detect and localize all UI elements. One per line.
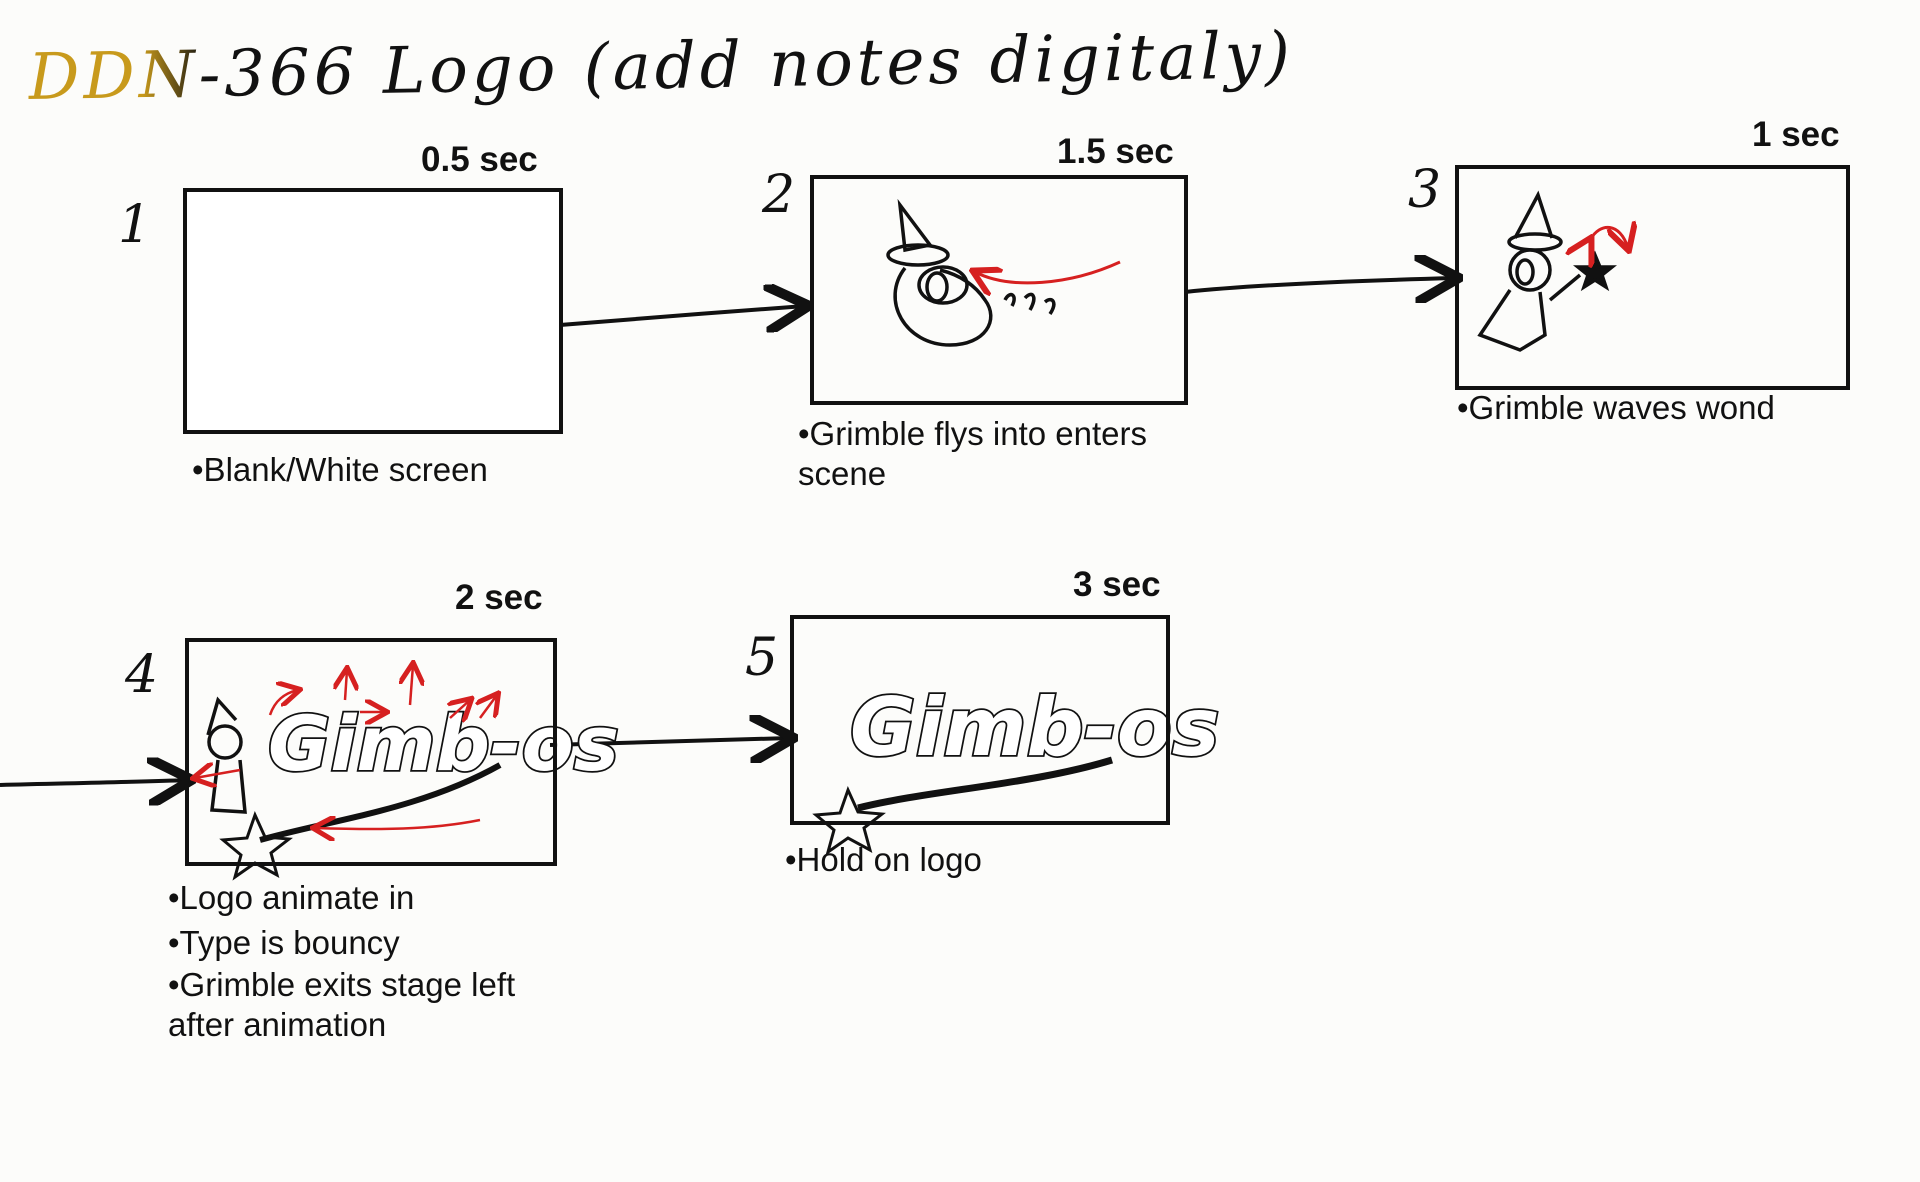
flight-path-arrow [975, 260, 1121, 283]
logo-sketch-panel-4: Gimb-os [268, 699, 619, 788]
panel-note: scene [798, 455, 887, 492]
panel-frame-1 [183, 188, 563, 434]
panel-notes-2: •Grimble flys into enters scene [798, 414, 1147, 494]
panel-frame-4 [185, 638, 557, 866]
panel-note: •Grimble exits stage left [168, 966, 516, 1003]
panel-duration-5: 3 sec [1073, 565, 1161, 604]
panel-duration-4: 2 sec [455, 578, 543, 617]
connector-arrow-in-4 [0, 780, 188, 785]
panel-notes-4: •Logo animate in •Type is bouncy •Grimbl… [168, 875, 515, 1045]
grimble-exiting-sketch [206, 696, 247, 814]
panel-note: •Logo animate in [168, 879, 415, 916]
connector-arrow-4-5 [549, 738, 790, 745]
panel-notes-5: •Hold on logo [785, 840, 982, 880]
wand-wave-arrow [1590, 227, 1628, 248]
panel-note: •Hold on logo [785, 841, 982, 878]
panel-notes-3: •Grimble waves wond [1457, 388, 1775, 428]
panel-number-2: 2 [762, 165, 796, 225]
connector-arrow-1-2 [559, 306, 805, 325]
panel-note: after animation [168, 1006, 387, 1043]
panel-note: •Blank/White screen [192, 451, 488, 488]
grimble-flying-sketch [886, 198, 1056, 347]
panel-note: •Type is bouncy [168, 924, 400, 961]
panel-duration-2: 1.5 sec [1057, 132, 1174, 171]
connector-arrow-2-3 [1184, 278, 1455, 292]
panel-frame-3 [1455, 165, 1850, 390]
panel-number-5: 5 [745, 628, 779, 688]
panel-duration-1: 0.5 sec [421, 140, 538, 179]
logo-sketch-panel-5: Gimb-os [850, 681, 1220, 774]
panel-note: •Grimble waves wond [1457, 389, 1775, 426]
panel-frame-2 [810, 175, 1188, 405]
panel-frame-5 [790, 615, 1170, 825]
logo-final-sketch: Gimb-os [812, 679, 1221, 856]
panel-number-4: 4 [125, 645, 159, 705]
panel-note: •Grimble flys into enters [798, 415, 1147, 452]
panel-duration-3: 1 sec [1752, 115, 1840, 154]
panel-number-1: 1 [118, 195, 152, 255]
logo-animate-sketch: Gimb-os [195, 665, 621, 881]
panel-notes-1: •Blank/White screen [192, 450, 488, 490]
panel-number-3: 3 [1408, 160, 1442, 220]
